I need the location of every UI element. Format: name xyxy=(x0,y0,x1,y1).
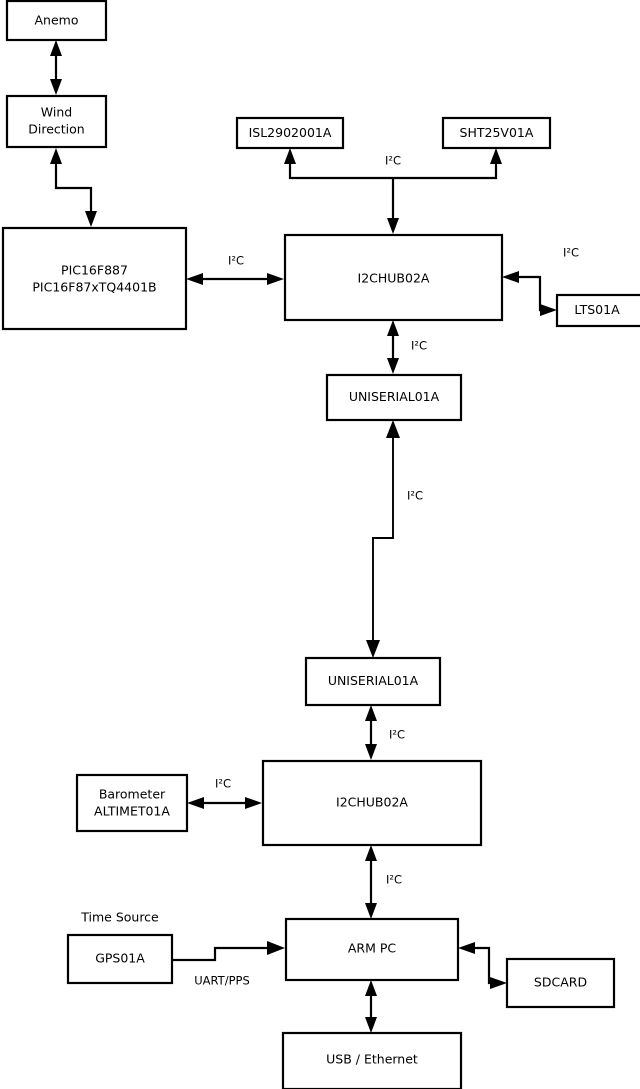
arrow-head-right-sdcard xyxy=(490,977,507,989)
node-uniserial01a-bottom-label: UNISERIAL01A xyxy=(328,673,419,688)
edge-arm-pc-usb-ethernet xyxy=(365,980,377,1033)
node-barometer-altimet01a[interactable]: Barometer ALTIMET01A xyxy=(75,773,189,833)
node-lts01a-box[interactable] xyxy=(555,293,640,328)
edge-gps-arm-pc xyxy=(172,941,285,962)
arrow-head-down xyxy=(50,79,62,95)
arrow-head-down-hub xyxy=(387,218,399,234)
node-arm-pc-label: ARM PC xyxy=(348,941,397,956)
node-i2chub02a-top-box[interactable] xyxy=(283,233,504,322)
node-sht25v01a-box[interactable] xyxy=(441,116,552,150)
node-usb-ethernet[interactable]: USB / Ethernet xyxy=(281,1031,463,1089)
arrow-head-up-sht xyxy=(490,148,502,164)
edge-label-hub-to-uniserial: I²C xyxy=(411,339,427,353)
node-gps01a-label: GPS01A xyxy=(95,951,145,966)
node-usb-ethernet-label: USB / Ethernet xyxy=(326,1052,418,1067)
arrow-head-down xyxy=(365,744,377,760)
edge-label-barometer-to-hub2: I²C xyxy=(215,777,231,791)
node-i2chub02a-top[interactable]: I2CHUB02A xyxy=(283,233,504,322)
arrow-head-right xyxy=(245,797,262,809)
arrow-head-up xyxy=(387,320,399,336)
label-time-source: Time Source xyxy=(80,910,159,925)
edge-label-uniserial-link: I²C xyxy=(407,489,423,503)
arrow-head-up xyxy=(365,705,377,721)
arrow-head-left xyxy=(186,273,203,285)
node-usb-ethernet-box[interactable] xyxy=(281,1031,463,1089)
node-pic16f887[interactable]: PIC16F887 PIC16F87xTQ4401B xyxy=(1,226,188,331)
edge-i2chub-top-lts xyxy=(502,271,557,316)
arrow-head-up xyxy=(386,420,400,438)
node-pic16f887-box[interactable] xyxy=(1,226,188,331)
node-barometer-label-line2: ALTIMET01A xyxy=(94,804,170,819)
edge-label-isl-sht-bus: I²C xyxy=(385,154,401,168)
node-sht25v01a[interactable]: SHT25V01A xyxy=(441,116,552,150)
node-anemo[interactable]: Anemo xyxy=(5,0,108,42)
edge-pic-i2chub-top xyxy=(186,273,284,285)
arrow-head-down xyxy=(85,211,97,227)
edge-label-hub-to-lts: I²C xyxy=(563,246,579,260)
node-uniserial01a-top-label: UNISERIAL01A xyxy=(349,389,440,404)
node-sdcard-box[interactable] xyxy=(505,957,616,1009)
node-wind-direction[interactable]: Wind Direction xyxy=(5,94,108,149)
arrow-head-down xyxy=(365,1017,377,1033)
node-pic16f887-label-line1: PIC16F887 xyxy=(61,263,128,278)
node-sdcard[interactable]: SDCARD xyxy=(505,957,616,1009)
node-uniserial01a-top[interactable]: UNISERIAL01A xyxy=(325,373,463,422)
arrow-head-left-hub xyxy=(502,271,519,283)
edge-label-gps-to-armpc: UART/PPS xyxy=(194,974,250,988)
arrow-head-up xyxy=(365,845,377,861)
node-sdcard-label: SDCARD xyxy=(534,975,587,990)
node-wind-direction-label-line2: Direction xyxy=(28,122,84,137)
node-gps01a-box[interactable] xyxy=(66,933,174,985)
edge-arm-pc-sdcard xyxy=(458,942,507,989)
node-sht25v01a-label: SHT25V01A xyxy=(460,125,534,140)
node-gps01a[interactable]: GPS01A xyxy=(66,933,174,985)
node-isl2902001a[interactable]: ISL2902001A xyxy=(235,116,345,150)
arrow-head-down xyxy=(387,358,399,374)
node-i2chub02a-bottom-box[interactable] xyxy=(261,759,483,847)
node-i2chub02a-top-label: I2CHUB02A xyxy=(358,271,430,286)
edge-label-hub2-to-armpc: I²C xyxy=(386,873,402,887)
node-arm-pc[interactable]: ARM PC xyxy=(284,917,460,982)
arrow-head-left-armpc xyxy=(458,942,475,954)
node-wind-direction-label-line1: Wind xyxy=(41,105,72,120)
node-isl2902001a-label: ISL2902001A xyxy=(249,125,332,140)
edge-i2chub-top-uniserial-top xyxy=(387,320,399,374)
arrow-head-up xyxy=(50,40,62,56)
node-uniserial01a-bottom[interactable]: UNISERIAL01A xyxy=(304,656,442,707)
node-uniserial01a-bottom-box[interactable] xyxy=(304,656,442,707)
node-i2chub02a-bottom[interactable]: I2CHUB02A xyxy=(261,759,483,847)
edge-anemo-wind-direction xyxy=(50,40,62,95)
node-lts01a[interactable]: LTS01A xyxy=(555,293,640,328)
arrow-head-right xyxy=(267,941,285,955)
node-pic16f887-label-line2: PIC16F87xTQ4401B xyxy=(32,280,156,295)
arrow-head-up-isl xyxy=(284,148,296,164)
node-lts01a-label: LTS01A xyxy=(574,302,620,317)
edge-label-pic-to-hub: I²C xyxy=(228,254,244,268)
arrow-head-left xyxy=(187,797,204,809)
node-anemo-box[interactable] xyxy=(5,0,108,42)
node-wind-direction-box[interactable] xyxy=(5,94,108,149)
arrow-head-right-lts xyxy=(540,304,557,316)
arrow-head-down xyxy=(365,903,377,919)
node-i2chub02a-bottom-label: I2CHUB02A xyxy=(336,795,408,810)
node-uniserial01a-top-box[interactable] xyxy=(325,373,463,422)
node-barometer-altimet01a-box[interactable] xyxy=(75,773,189,833)
edge-uniserial-top-uniserial-bottom xyxy=(366,420,400,658)
edge-label-uniserial-to-hub2: I²C xyxy=(389,728,405,742)
node-arm-pc-box[interactable] xyxy=(284,917,460,982)
edge-i2chub-bottom-arm-pc xyxy=(365,845,377,919)
edge-barometer-i2chub-bottom xyxy=(187,797,262,809)
edge-uniserial-bottom-i2chub-bottom xyxy=(365,705,377,760)
arrow-head-right xyxy=(267,273,284,285)
arrow-head-up xyxy=(365,980,377,996)
node-barometer-label-line1: Barometer xyxy=(99,787,166,802)
arrow-head-up xyxy=(50,148,62,164)
node-isl2902001a-box[interactable] xyxy=(235,116,345,150)
node-anemo-label: Anemo xyxy=(35,13,79,28)
arrow-head-down xyxy=(366,640,380,658)
edge-i2chub-top-isl-sht-bus xyxy=(284,148,502,234)
edge-wind-direction-pic xyxy=(50,148,97,227)
